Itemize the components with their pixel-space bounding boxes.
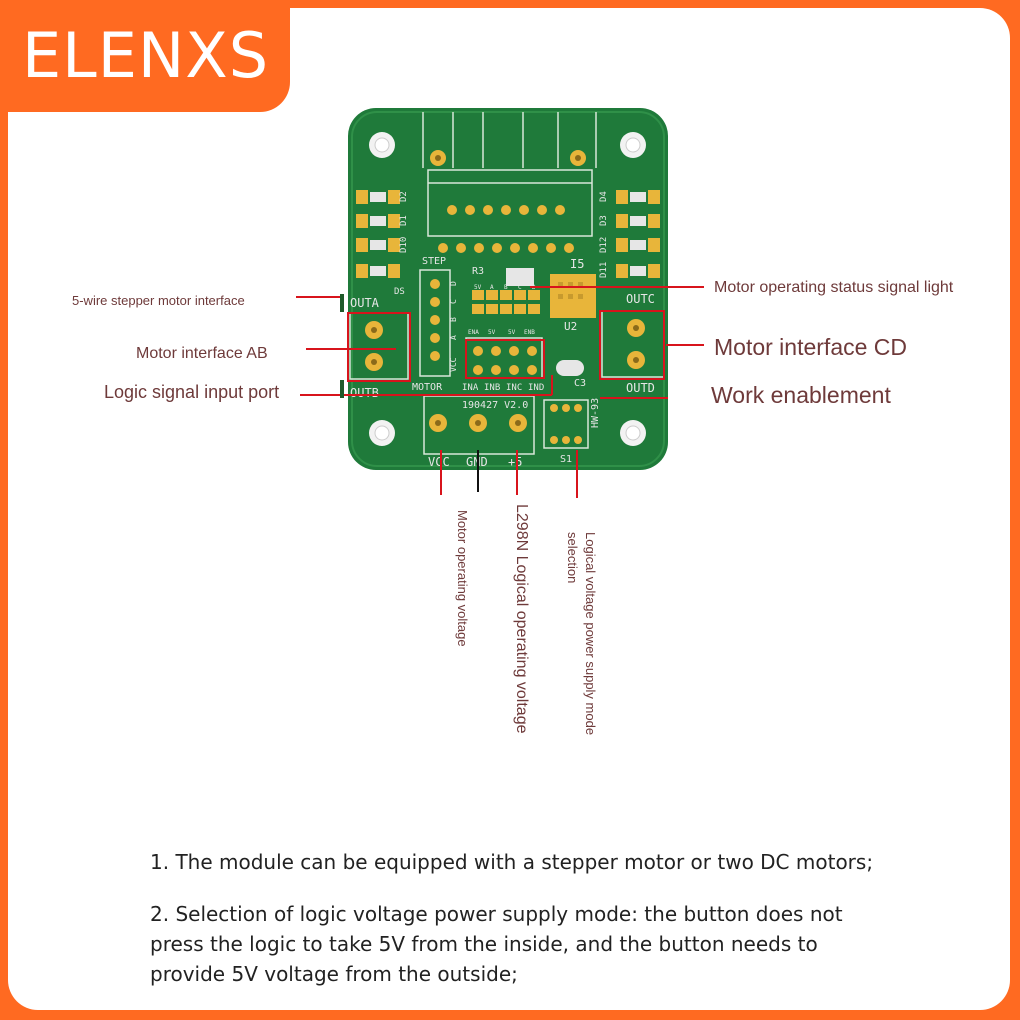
- svg-text:D11: D11: [599, 262, 609, 278]
- svg-text:D4: D4: [599, 191, 609, 202]
- svg-text:INC: INC: [506, 383, 522, 393]
- svg-text:5V: 5V: [508, 329, 516, 336]
- svg-text:C3: C3: [574, 378, 586, 389]
- svg-text:B: B: [449, 317, 458, 322]
- note-1: 1. The module can be equipped with a ste…: [150, 850, 874, 874]
- chip-pins-row2: [438, 243, 574, 253]
- chip-pins-row1: [447, 205, 565, 215]
- svg-text:DS: DS: [394, 287, 405, 297]
- svg-text:OUTB: OUTB: [350, 386, 379, 400]
- pcb-board: D2 D1 D10 DS D4 D3 D12 D11 I5 OUTA OUTB: [348, 108, 668, 470]
- callout-status-light: Motor operating status signal light: [714, 279, 954, 296]
- diodes-left: [356, 190, 400, 278]
- callout-motor-cd: Motor interface CD: [714, 334, 908, 360]
- svg-text:190427 V2.0: 190427 V2.0: [462, 400, 528, 411]
- callout-logic-input: Logic signal input port: [104, 382, 280, 402]
- svg-text:D: D: [449, 281, 458, 286]
- note-2-line3: provide 5V voltage from the outside;: [150, 962, 518, 986]
- svg-text:C: C: [449, 299, 458, 304]
- s1-jumper: S1 HW-93: [543, 398, 601, 465]
- svg-text:OUTC: OUTC: [626, 292, 655, 306]
- svg-text:A: A: [490, 284, 494, 291]
- callout-logic-mode-line2: selection: [565, 532, 580, 584]
- svg-text:STEP: STEP: [422, 256, 446, 267]
- l298n-chip-footprint: [422, 112, 597, 237]
- svg-text:+5: +5: [508, 455, 522, 469]
- callout-work-enable: Work enablement: [711, 382, 891, 408]
- svg-text:GND: GND: [466, 455, 488, 469]
- pcb-drawing: D2 D1 D10 DS D4 D3 D12 D11 I5 OUTA OUTB: [348, 108, 668, 470]
- svg-text:VCC: VCC: [449, 357, 458, 372]
- note-2-line2: press the logic to take 5V from the insi…: [150, 932, 818, 956]
- svg-text:ENB: ENB: [524, 329, 535, 336]
- svg-text:MOTOR: MOTOR: [412, 382, 443, 393]
- svg-text:R3: R3: [472, 266, 484, 277]
- svg-text:S1: S1: [560, 454, 572, 465]
- svg-text:B: B: [504, 284, 508, 291]
- callout-motor-ab: Motor interface AB: [136, 345, 268, 362]
- power-terminal: 190427 V2.0 VCC GND +5: [423, 395, 535, 469]
- svg-text:VCC: VCC: [428, 455, 450, 469]
- callout-stepper: 5-wire stepper motor interface: [72, 293, 245, 308]
- svg-text:D2: D2: [399, 191, 409, 202]
- svg-text:A: A: [449, 335, 458, 340]
- callout-motor-voltage: Motor operating voltage: [455, 510, 470, 647]
- note-2-line1: 2. Selection of logic voltage power supp…: [150, 902, 843, 926]
- svg-text:HW-93: HW-93: [590, 398, 601, 428]
- svg-text:D3: D3: [599, 215, 609, 226]
- svg-text:D12: D12: [599, 237, 609, 253]
- svg-text:I5: I5: [570, 257, 584, 271]
- svg-text:5V: 5V: [488, 329, 496, 336]
- svg-text:OUTA: OUTA: [350, 296, 380, 310]
- callout-logic-mode-line1: Logical voltage power supply mode: [583, 532, 598, 736]
- svg-text:D1: D1: [399, 215, 409, 226]
- svg-text:5V: 5V: [474, 284, 482, 291]
- callout-l298n-voltage: L298N Logical operating voltage: [513, 504, 530, 734]
- svg-text:D10: D10: [399, 237, 409, 253]
- status-leds: [472, 290, 540, 314]
- svg-text:INA: INA: [462, 383, 479, 393]
- motor-header: STEP MOTOR: [412, 256, 451, 393]
- svg-text:C: C: [518, 284, 522, 291]
- brand-banner: ELENXS: [0, 0, 290, 112]
- svg-text:U2: U2: [564, 320, 577, 333]
- mounting-holes: [369, 132, 646, 446]
- svg-text:IND: IND: [528, 383, 544, 393]
- diodes-right: [616, 190, 660, 278]
- svg-text:D: D: [532, 284, 536, 291]
- brand-logo: ELENXS: [22, 19, 270, 92]
- svg-text:INB: INB: [484, 383, 500, 393]
- svg-text:OUTD: OUTD: [626, 381, 655, 395]
- c3-capacitor: [556, 360, 584, 376]
- svg-text:ENA: ENA: [468, 329, 479, 336]
